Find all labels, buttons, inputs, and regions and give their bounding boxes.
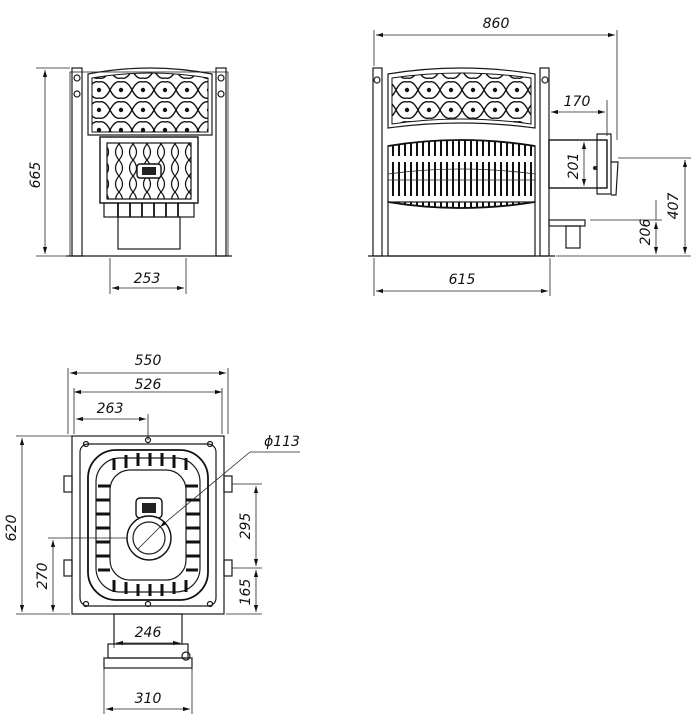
dim-center-offset-263: 263 (97, 401, 124, 417)
side-view: 860 615 170 201 407 206 (368, 16, 691, 296)
dim-tank-offset-170: 170 (564, 94, 591, 110)
dim-height-665: 665 (28, 162, 44, 189)
dim-door-flange-310: 310 (135, 691, 162, 707)
dim-pipe-center-270: 270 (35, 563, 51, 590)
front-view: 665 253 (28, 67, 232, 294)
dim-inner-width-526: 526 (135, 377, 162, 393)
dim-tank-bottom-206: 206 (638, 219, 654, 246)
dim-pipe-diameter-113: ϕ113 (264, 434, 300, 450)
dim-base-depth-615: 615 (449, 272, 476, 288)
dim-tank-top-407: 407 (666, 193, 682, 220)
dim-side-span-295: 295 (238, 513, 254, 540)
dim-outer-width-550: 550 (135, 353, 162, 369)
dim-depth-620: 620 (4, 515, 20, 542)
top-view: 550 526 263 ϕ113 620 270 295 165 (4, 353, 300, 714)
dim-door-width-246: 246 (135, 625, 162, 641)
dim-tank-height-201: 201 (566, 153, 582, 180)
dim-side-offset-165: 165 (238, 579, 254, 606)
dim-firebox-width-253: 253 (134, 271, 161, 287)
dim-total-depth-860: 860 (483, 16, 510, 32)
